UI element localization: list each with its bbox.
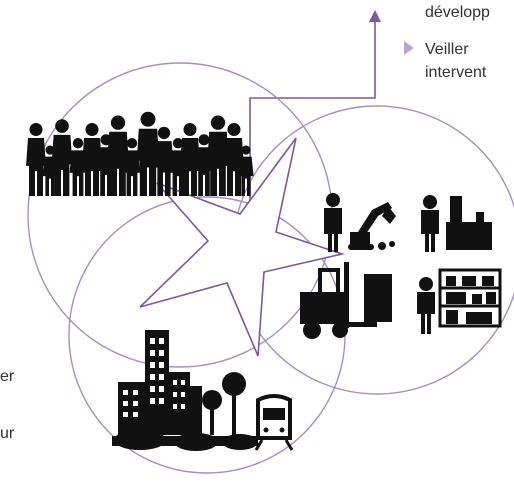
city-transport-icon [112, 330, 294, 451]
person-body [154, 141, 174, 197]
person-head [183, 123, 197, 136]
bullet-arrow-icon [404, 41, 414, 55]
person-head [29, 123, 43, 136]
industrial-workers-icon [300, 193, 502, 339]
person-body [224, 138, 244, 196]
person-head [227, 123, 241, 136]
person-head [210, 115, 226, 130]
person-head [140, 111, 156, 127]
bullet-label: Veiller [425, 41, 469, 58]
person-body [123, 150, 141, 196]
person-head [85, 123, 99, 136]
person-body [136, 128, 160, 196]
person-head [157, 126, 171, 140]
left-fragment-2: ur [0, 425, 15, 442]
person-head [241, 145, 251, 155]
circle-people [27, 62, 333, 368]
bullet-line2: intervent [425, 64, 487, 81]
top-right-text: développ [425, 4, 490, 21]
person-head [72, 138, 84, 149]
person-body [69, 150, 87, 196]
person-head [45, 145, 55, 155]
person-body [107, 131, 129, 196]
left-fragment-1: er [0, 368, 15, 385]
person-body [51, 134, 73, 196]
person-head [126, 138, 138, 149]
person-head [110, 115, 126, 130]
person-body [180, 138, 200, 196]
person-body [238, 156, 254, 196]
person-body [26, 138, 46, 196]
person-body [82, 138, 102, 196]
person-body [207, 131, 229, 196]
person-head [172, 138, 184, 149]
person-head [55, 119, 69, 133]
person-head [198, 134, 210, 146]
person-body [42, 156, 58, 196]
crowd-of-people-icon [26, 111, 254, 197]
